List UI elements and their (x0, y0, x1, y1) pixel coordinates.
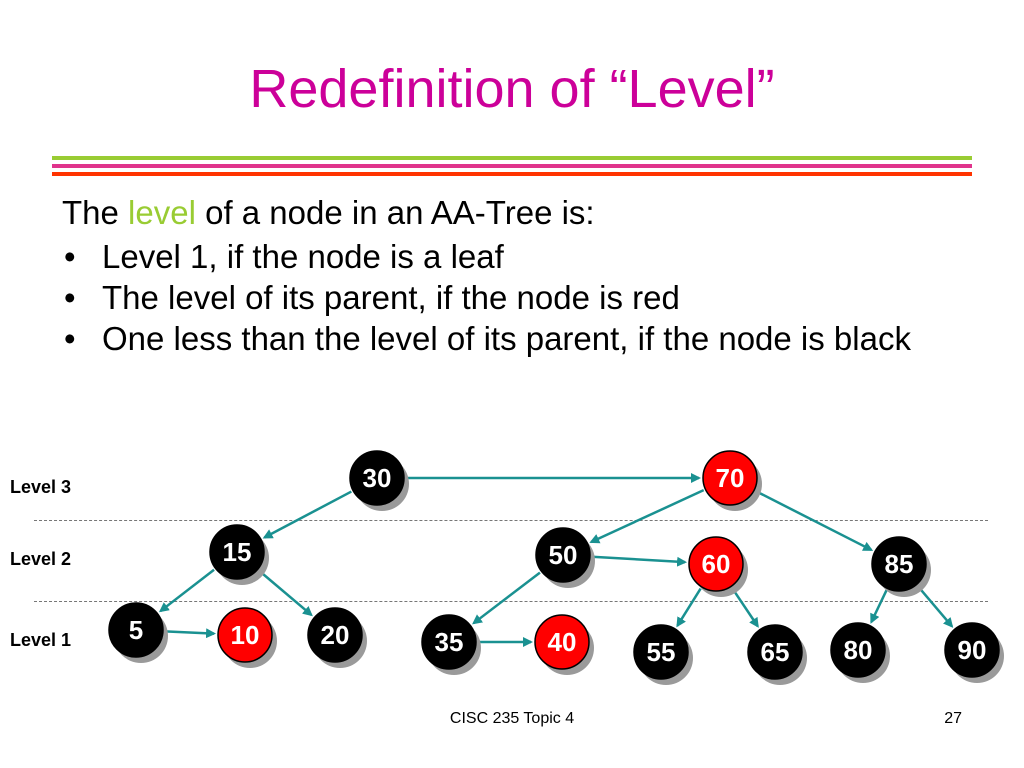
node-label: 60 (702, 549, 731, 579)
level-label-3: Level 3 (10, 477, 72, 497)
edge-15-20 (258, 569, 313, 617)
node-circle (209, 524, 265, 580)
tree-node-80: 80 (830, 622, 890, 683)
bullet-marker: • (64, 238, 76, 275)
slide-body: The level of a node in an AA-Tree is: • L… (62, 192, 962, 361)
edge-85-90 (916, 585, 954, 628)
node-circle (534, 614, 590, 670)
node-circle (944, 622, 1000, 678)
tree-node-70: 70 (702, 450, 762, 511)
tree-node-90: 90 (944, 622, 1004, 683)
edge-5-10 (164, 628, 217, 639)
edge-70-50 (589, 489, 705, 544)
level-label-1: Level 1 (10, 630, 72, 650)
level-divider-upper (34, 520, 988, 521)
node-circle (108, 602, 164, 658)
edge-85-80 (870, 589, 888, 624)
node-label: 40 (548, 627, 577, 657)
node-circle (535, 527, 591, 583)
tree-node-60: 60 (688, 536, 748, 597)
edge-70-85 (755, 490, 874, 552)
title-rule-pink (52, 164, 972, 168)
node-label: 10 (231, 620, 260, 650)
node-label: 90 (958, 635, 987, 665)
edge-15-5 (158, 568, 215, 613)
node-circle (747, 624, 803, 680)
node-circle (307, 607, 363, 663)
node-label: 50 (549, 540, 578, 570)
tree-node-85: 85 (871, 536, 931, 597)
level-label-2: Level 2 (10, 549, 72, 569)
bullet-list: • Level 1, if the node is a leaf • The lev… (62, 238, 962, 357)
tree-node-10: 10 (217, 607, 277, 668)
intro-line: The level of a node in an AA-Tree is: (62, 192, 962, 234)
node-label: 30 (363, 463, 392, 493)
tree-node-5: 5 (108, 602, 168, 663)
edge-60-65 (731, 587, 759, 628)
tree-node-15: 15 (209, 524, 269, 585)
edge-50-35 (472, 571, 541, 625)
tree-node-55: 55 (633, 624, 693, 685)
intro-highlight: level (128, 194, 196, 231)
level-divider-lower (34, 601, 988, 602)
node-circle (830, 622, 886, 678)
bullet-marker: • (64, 320, 76, 357)
bullet-text: One less than the level of its parent, i… (102, 320, 911, 357)
edge-30-15 (262, 490, 352, 539)
node-circle (688, 536, 744, 592)
node-circle (421, 614, 477, 670)
footer-course: CISC 235 Topic 4 (449, 710, 575, 727)
node-label: 70 (716, 463, 745, 493)
tree-node-65: 65 (747, 624, 807, 685)
edge-50-60 (591, 555, 688, 567)
node-label: 85 (885, 549, 914, 579)
bullet-text: Level 1, if the node is a leaf (102, 238, 504, 275)
tree-node-20: 20 (307, 607, 367, 668)
tree-node-50: 50 (535, 527, 595, 588)
edge-60-55 (676, 587, 702, 628)
node-circle (217, 607, 273, 663)
tree-nodes: 30 70 15 50 60 85 5 10 20 35 40 55 65 80 90 (108, 450, 1004, 685)
bullet-marker: • (64, 279, 76, 316)
bullet-item: • Level 1, if the node is a leaf (62, 238, 962, 275)
intro-after: of a node in an AA-Tree is: (195, 194, 595, 231)
bullet-item: • The level of its parent, if the node is… (62, 279, 962, 316)
node-label: 80 (844, 635, 873, 665)
tree-edges (158, 473, 954, 647)
node-label: 5 (129, 615, 143, 645)
node-circle (349, 450, 405, 506)
node-label: 20 (321, 620, 350, 650)
intro-before: The (62, 194, 129, 231)
tree-node-40: 40 (534, 614, 594, 675)
node-circle (871, 536, 927, 592)
node-label: 15 (223, 537, 252, 567)
tree-node-35: 35 (421, 614, 481, 675)
slide-title: Redefinition of “Level” (249, 59, 775, 119)
node-circle (702, 450, 758, 506)
bullet-text: The level of its parent, if the node is … (102, 279, 680, 316)
title-rule-red (52, 172, 972, 176)
node-label: 35 (435, 627, 464, 657)
node-label: 65 (761, 637, 790, 667)
title-rule-green (52, 156, 972, 160)
bullet-item: • One less than the level of its parent, … (62, 320, 962, 357)
node-label: 55 (647, 637, 676, 667)
node-circle (633, 624, 689, 680)
page-number: 27 (944, 710, 962, 727)
tree-node-30: 30 (349, 450, 409, 511)
